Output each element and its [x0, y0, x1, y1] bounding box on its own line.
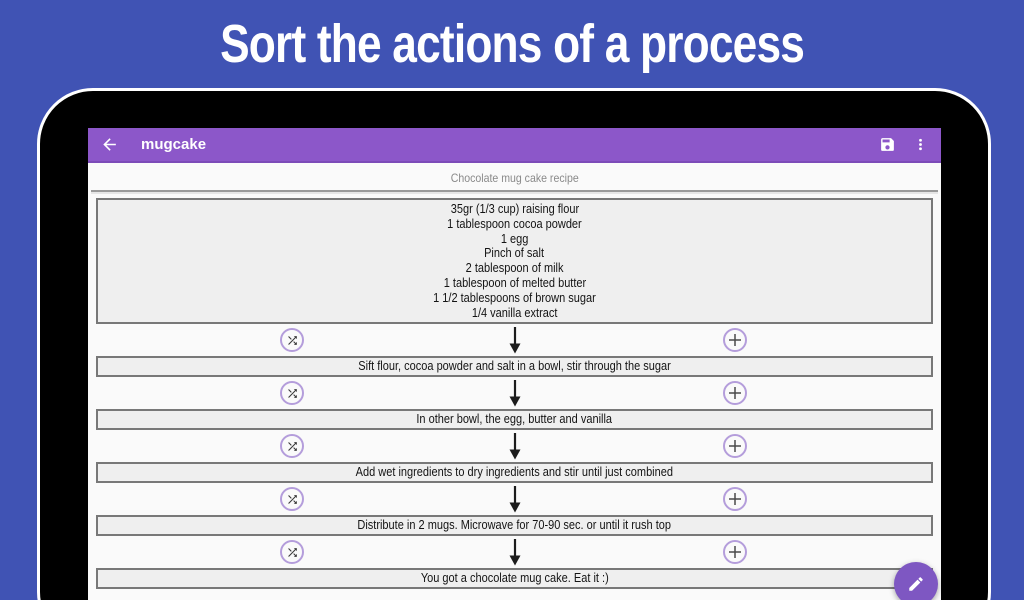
shuffle-icon: [286, 387, 299, 400]
banner: Sort the actions of a process: [0, 0, 1024, 88]
shuffle-icon: [286, 334, 299, 347]
connector-row: [88, 377, 941, 409]
plus-icon: [728, 333, 742, 347]
shuffle-icon: [286, 440, 299, 453]
step-box[interactable]: Add wet ingredients to dry ingredients a…: [96, 462, 933, 484]
ingredient-line: 2 tablespoon of milk: [465, 261, 564, 276]
process-title: Chocolate mug cake recipe: [450, 171, 579, 185]
ingredient-line: Pinch of salt: [484, 246, 545, 261]
connector-row: [88, 483, 941, 515]
swap-steps-button[interactable]: [280, 487, 304, 512]
pencil-icon: [907, 575, 925, 593]
step-box[interactable]: In other bowl, the egg, butter and vanil…: [96, 409, 933, 431]
down-arrow-icon: [508, 380, 522, 407]
title-divider: [91, 190, 938, 192]
ingredient-line: 1/4 vanilla extract: [471, 305, 558, 320]
swap-steps-button[interactable]: [280, 328, 304, 353]
save-icon: [879, 136, 896, 153]
connector-row: [88, 324, 941, 356]
down-arrow-icon: [508, 327, 522, 354]
plus-icon: [728, 439, 742, 453]
ingredient-line: 35gr (1/3 cup) raising flour: [450, 202, 579, 216]
edit-fab[interactable]: [894, 562, 938, 600]
shuffle-icon: [286, 546, 299, 559]
plus-icon: [728, 545, 742, 559]
app-screen: mugcake Chocolate mug cake recipe 35gr: [88, 128, 941, 600]
save-button[interactable]: [879, 136, 896, 153]
add-step-button[interactable]: [723, 328, 747, 353]
down-arrow-icon: [508, 433, 522, 460]
ingredient-line: 1 egg: [500, 231, 529, 246]
process-editor: Chocolate mug cake recipe 35gr (1/3 cup)…: [88, 163, 941, 600]
step-box[interactable]: Distribute in 2 mugs. Microwave for 70-9…: [96, 515, 933, 537]
swap-steps-button[interactable]: [280, 381, 304, 406]
down-arrow-icon: [508, 486, 522, 513]
ingredient-line: 1 tablespoon of melted butter: [443, 275, 586, 290]
back-arrow-icon: [100, 135, 119, 154]
overflow-menu-button[interactable]: [912, 136, 929, 153]
add-step-button[interactable]: [723, 434, 747, 459]
ingredient-line: 1 tablespoon cocoa powder: [447, 216, 582, 231]
down-arrow-icon: [508, 539, 522, 566]
step-box[interactable]: You got a chocolate mug cake. Eat it :): [96, 568, 933, 590]
swap-steps-button[interactable]: [280, 540, 304, 565]
step-box[interactable]: Sift flour, cocoa powder and salt in a b…: [96, 356, 933, 378]
app-bar-title: mugcake: [141, 136, 207, 153]
app-bar: mugcake: [88, 128, 941, 163]
connector-row: [88, 430, 941, 462]
flow-list: Sift flour, cocoa powder and salt in a b…: [88, 324, 941, 590]
back-button[interactable]: [100, 135, 119, 154]
more-vertical-icon: [912, 136, 929, 153]
shuffle-icon: [286, 493, 299, 506]
banner-title: Sort the actions of a process: [220, 14, 805, 74]
add-step-button[interactable]: [723, 487, 747, 512]
plus-icon: [728, 492, 742, 506]
connector-row: [88, 536, 941, 568]
ingredient-line: 1 1/2 tablespoons of brown sugar: [433, 290, 596, 305]
add-step-button[interactable]: [723, 540, 747, 565]
add-step-button[interactable]: [723, 381, 747, 406]
plus-icon: [728, 386, 742, 400]
tablet-frame: mugcake Chocolate mug cake recipe 35gr: [37, 88, 991, 600]
swap-steps-button[interactable]: [280, 434, 304, 459]
ingredients-block[interactable]: 35gr (1/3 cup) raising flour 1 tablespoo…: [96, 198, 933, 325]
